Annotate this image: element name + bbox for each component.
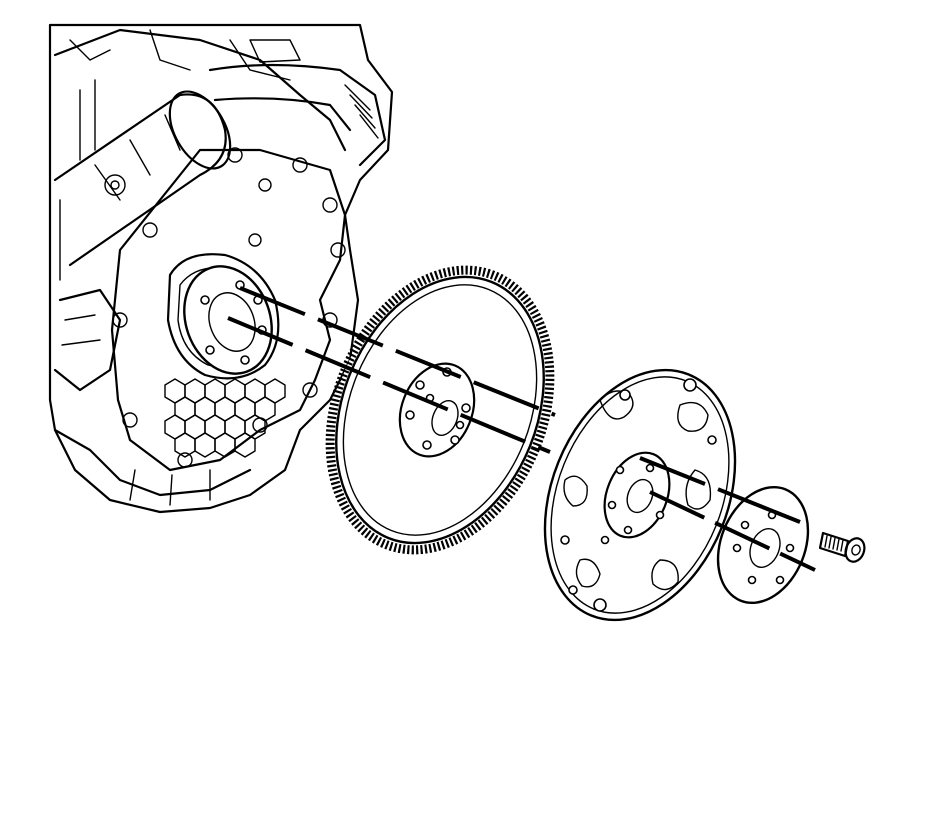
ring-gear-flywheel-icon <box>325 265 555 555</box>
engine-block <box>48 23 394 514</box>
engine-oil-pan-honeycomb <box>164 378 286 458</box>
bolt-icon <box>818 531 866 563</box>
alignment-lines <box>227 286 816 572</box>
flexplate-icon <box>543 368 737 622</box>
